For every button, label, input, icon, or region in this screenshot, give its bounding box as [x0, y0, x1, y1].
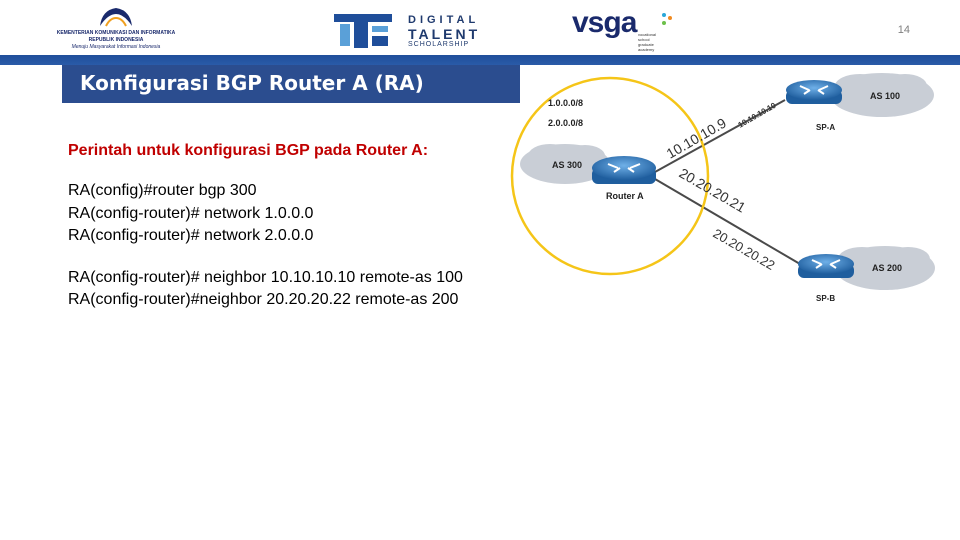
router-a-highlight-circle: [510, 76, 710, 276]
as200-cloud: [835, 246, 935, 290]
vsga-dots-icon: [662, 13, 672, 25]
dts-line3: SCHOLARSHIP: [408, 41, 470, 48]
command-line: RA(config)#router bgp 300: [68, 182, 257, 199]
vsga-line1: vocational: [638, 32, 657, 37]
vsga-line4: academy: [638, 47, 655, 52]
kominfo-logo: KEMENTERIAN KOMUNIKASI DAN INFORMATIKA R…: [36, 6, 196, 50]
command-line: RA(config-router)# network 1.0.0.0: [68, 205, 314, 222]
network-label: 1.0.0.0/8: [548, 98, 583, 108]
spb-label: SP-B: [816, 294, 835, 303]
network-label: 2.0.0.0/8: [548, 118, 583, 128]
link-ra-spa: [654, 99, 786, 173]
vsga-line2: school: [638, 37, 650, 42]
header-divider: [0, 55, 960, 65]
dts-emblem-icon: [334, 14, 392, 48]
as300-cloud: [520, 144, 610, 184]
ip-label-spa: 10.10.10.10: [737, 101, 779, 130]
link-ra-spb: [654, 178, 801, 265]
router-a-icon: [592, 156, 656, 184]
kominfo-line2: REPUBLIK INDONESIA: [88, 37, 144, 43]
command-line: RA(config-router)# network 2.0.0.0: [68, 227, 314, 244]
bgp-topology-diagram: 1.0.0.0/8 2.0.0.0/8 AS 300 Router A AS 1…: [510, 73, 935, 303]
kominfo-line1: KEMENTERIAN KOMUNIKASI DAN INFORMATIKA: [56, 30, 176, 36]
dts-line2: TALENT: [408, 26, 481, 42]
as300-label: AS 300: [552, 160, 582, 170]
router-spb-icon: [798, 254, 854, 278]
spa-label: SP-A: [816, 123, 835, 132]
vsga-logo: vsga vocational school graduate academy: [572, 6, 682, 54]
ip-label-ra-spa: 10.10.10.9: [664, 115, 729, 162]
router-spa-icon: [786, 80, 842, 104]
ip-label-ra-spb: 20.20.20.21: [677, 165, 749, 216]
dts-logo: DIGITAL TALENT SCHOLARSHIP: [330, 8, 500, 52]
command-line: RA(config-router)# neighbor 10.10.10.10 …: [68, 269, 463, 286]
vsga-line3: graduate: [638, 42, 654, 47]
vsga-wordmark: vsga: [572, 6, 637, 39]
slide-subtitle: Perintah untuk konfigurasi BGP pada Rout…: [68, 142, 429, 159]
as100-cloud: [830, 73, 934, 117]
as100-label: AS 100: [870, 91, 900, 101]
as200-label: AS 200: [872, 263, 902, 273]
router-a-label: Router A: [606, 191, 644, 201]
dts-line1: DIGITAL: [408, 14, 480, 26]
title-bar: [62, 65, 520, 103]
command-line: RA(config-router)#neighbor 20.20.20.22 r…: [68, 291, 459, 308]
ip-label-spb: 20.20.20.22: [711, 226, 778, 273]
kominfo-emblem-icon: [100, 8, 132, 27]
kominfo-tagline: Menuju Masyarakat Informasi Indonesia: [71, 44, 161, 50]
slide-title: Konfigurasi BGP Router A (RA): [80, 71, 424, 95]
page-number: 14: [897, 24, 910, 36]
